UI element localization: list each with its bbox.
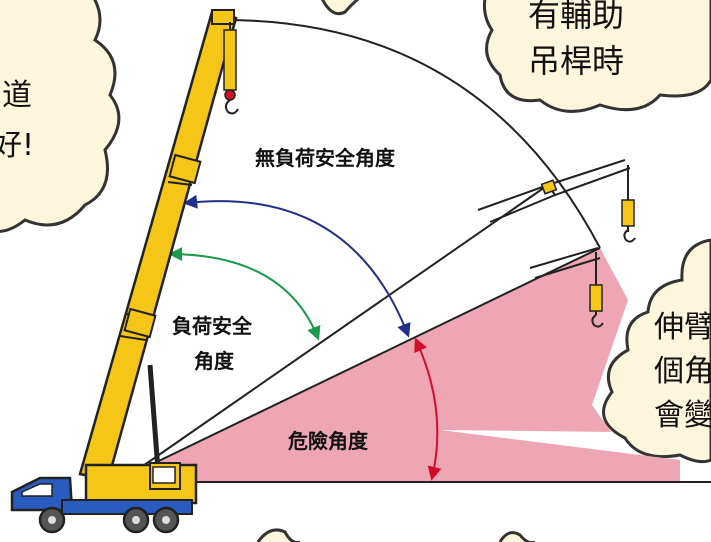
- hook-icon: [591, 314, 604, 328]
- cloud-right-line2: 個角: [654, 354, 711, 389]
- cloud-top-right: 有輔助 吊桿時: [483, 0, 711, 113]
- auxiliary-boom: [477, 159, 636, 243]
- danger-angle-label: 危險角度: [288, 429, 369, 453]
- lower-boom-tip: [529, 247, 604, 328]
- load-safe-angle-label-line1: 負荷安全: [172, 314, 253, 338]
- hook-icon: [623, 229, 636, 243]
- cloud-right: 伸臂 個角 會變: [602, 238, 711, 464]
- no-load-safe-angle-label: 無負荷安全角度: [255, 146, 396, 170]
- cloud-right-line3: 會變: [654, 398, 711, 433]
- cloud-top-mid: [321, 0, 360, 16]
- no-load-safe-angle-arrow: [183, 194, 411, 338]
- cloud-top-left-line2: 好!: [0, 128, 34, 163]
- load-safe-angle-arrow: [168, 247, 321, 341]
- cloud-top-left: 道 好!: [0, 0, 121, 233]
- cloud-top-right-line1: 有輔助: [528, 0, 624, 34]
- boom-reach-arc: [224, 19, 601, 249]
- danger-angle-arrow: [414, 337, 442, 481]
- cloud-bottom: [256, 528, 535, 542]
- load-safe-angle-label-line2: 角度: [194, 349, 235, 373]
- cloud-right-line1: 伸臂: [654, 310, 711, 345]
- cloud-top-right-line2: 吊桿時: [528, 42, 624, 80]
- crane-boom: [78, 9, 239, 482]
- danger-zone: [140, 248, 680, 482]
- hook-icon: [224, 99, 239, 115]
- cloud-top-left-line1: 道: [2, 78, 32, 113]
- crane-truck-icon: [10, 462, 198, 534]
